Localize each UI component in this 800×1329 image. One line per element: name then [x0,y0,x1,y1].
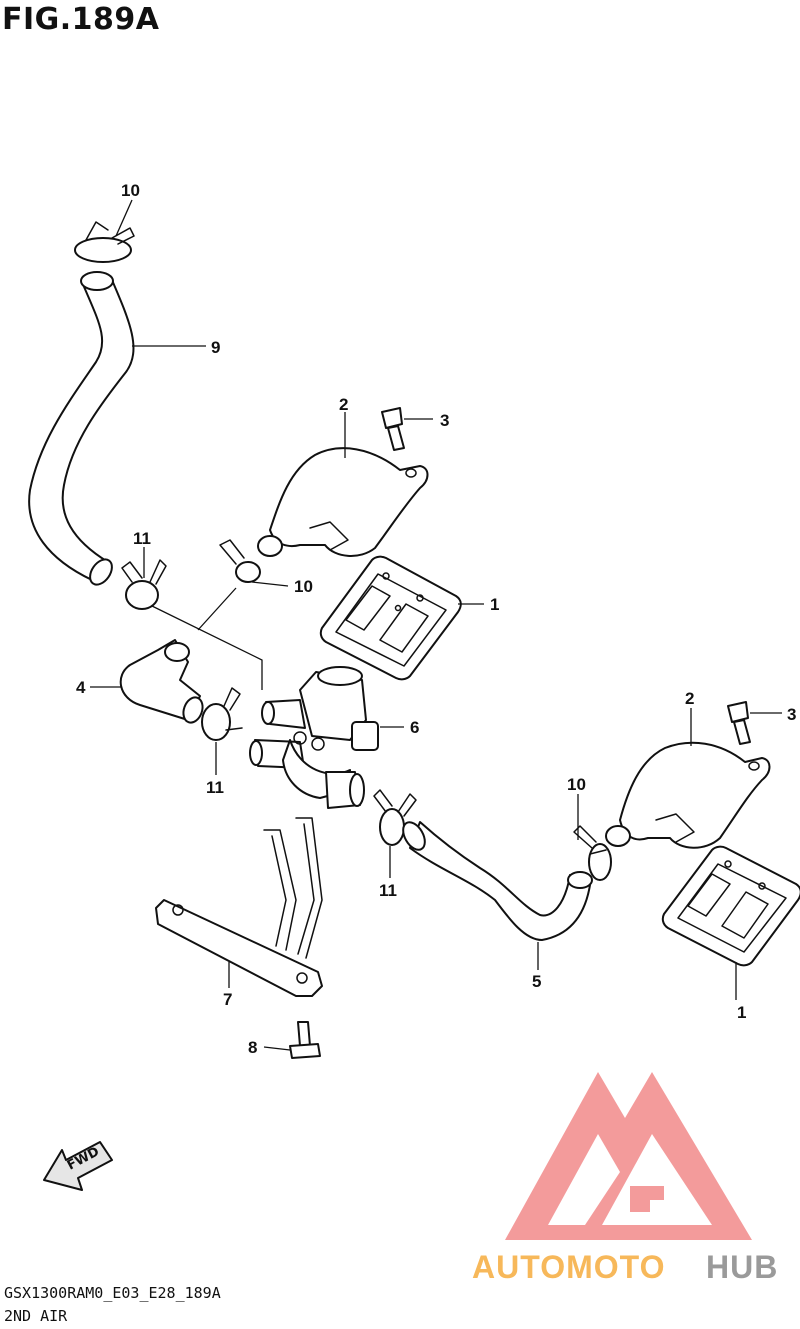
elbow-hose-part-4 [119,639,204,724]
callout-9: 9 [211,338,220,357]
control-valve-part-6 [249,666,379,809]
leader-line-valve-left [151,605,263,690]
leader-10-top [115,199,133,237]
figure-subtitle: 2ND AIR [4,1307,68,1325]
watermark-text-automoto: AUTOMOTO [472,1249,665,1285]
callout-1-upper: 1 [490,595,499,614]
hose-part-5 [402,821,593,941]
fwd-arrow-icon: FWD [43,1141,113,1191]
bolt-part-8 [289,1021,321,1059]
clamp-part-10-top [74,221,135,263]
bracket-part-7 [155,817,323,997]
leader-8 [263,1046,291,1051]
reed-valve-part-1-upper [319,555,462,681]
reed-valve-cover-part-2-right [605,741,771,849]
hose-part-9 [28,271,135,586]
model-code: GSX1300RAM0_E03_E28_189A [4,1284,221,1302]
figure-title: FIG.189A [2,2,160,37]
clamp-part-11-middle [201,687,243,741]
callout-2-right: 2 [685,689,694,708]
callout-11-middle: 11 [206,778,224,797]
reed-valve-part-1-right [661,845,800,967]
leader-10-middle [251,581,289,587]
reed-valve-cover-part-2-upper [257,447,429,557]
callout-10-top: 10 [121,181,140,200]
callout-11-right: 11 [379,881,397,900]
callout-4: 4 [76,678,86,697]
callout-3-upper: 3 [440,411,449,430]
callout-11-left: 11 [133,529,151,548]
callout-5: 5 [532,972,541,991]
callout-8: 8 [248,1038,257,1057]
callout-1-right: 1 [737,1003,746,1022]
callout-10-right: 10 [567,775,586,794]
bolt-part-3-upper [381,407,405,451]
callout-6: 6 [410,718,419,737]
leader-line-valve-upper [197,587,237,631]
clamp-part-10-middle [219,539,261,583]
callout-10-middle: 10 [294,577,313,596]
watermark-logo [505,1072,752,1240]
clamp-part-10-right [573,825,612,881]
bolt-part-3-right [727,701,751,745]
clamp-part-11-left [121,559,167,610]
callout-7: 7 [223,990,232,1009]
watermark-text-hub: HUB [706,1249,778,1285]
callout-2-upper: 2 [339,395,348,414]
callout-3-right: 3 [787,705,796,724]
